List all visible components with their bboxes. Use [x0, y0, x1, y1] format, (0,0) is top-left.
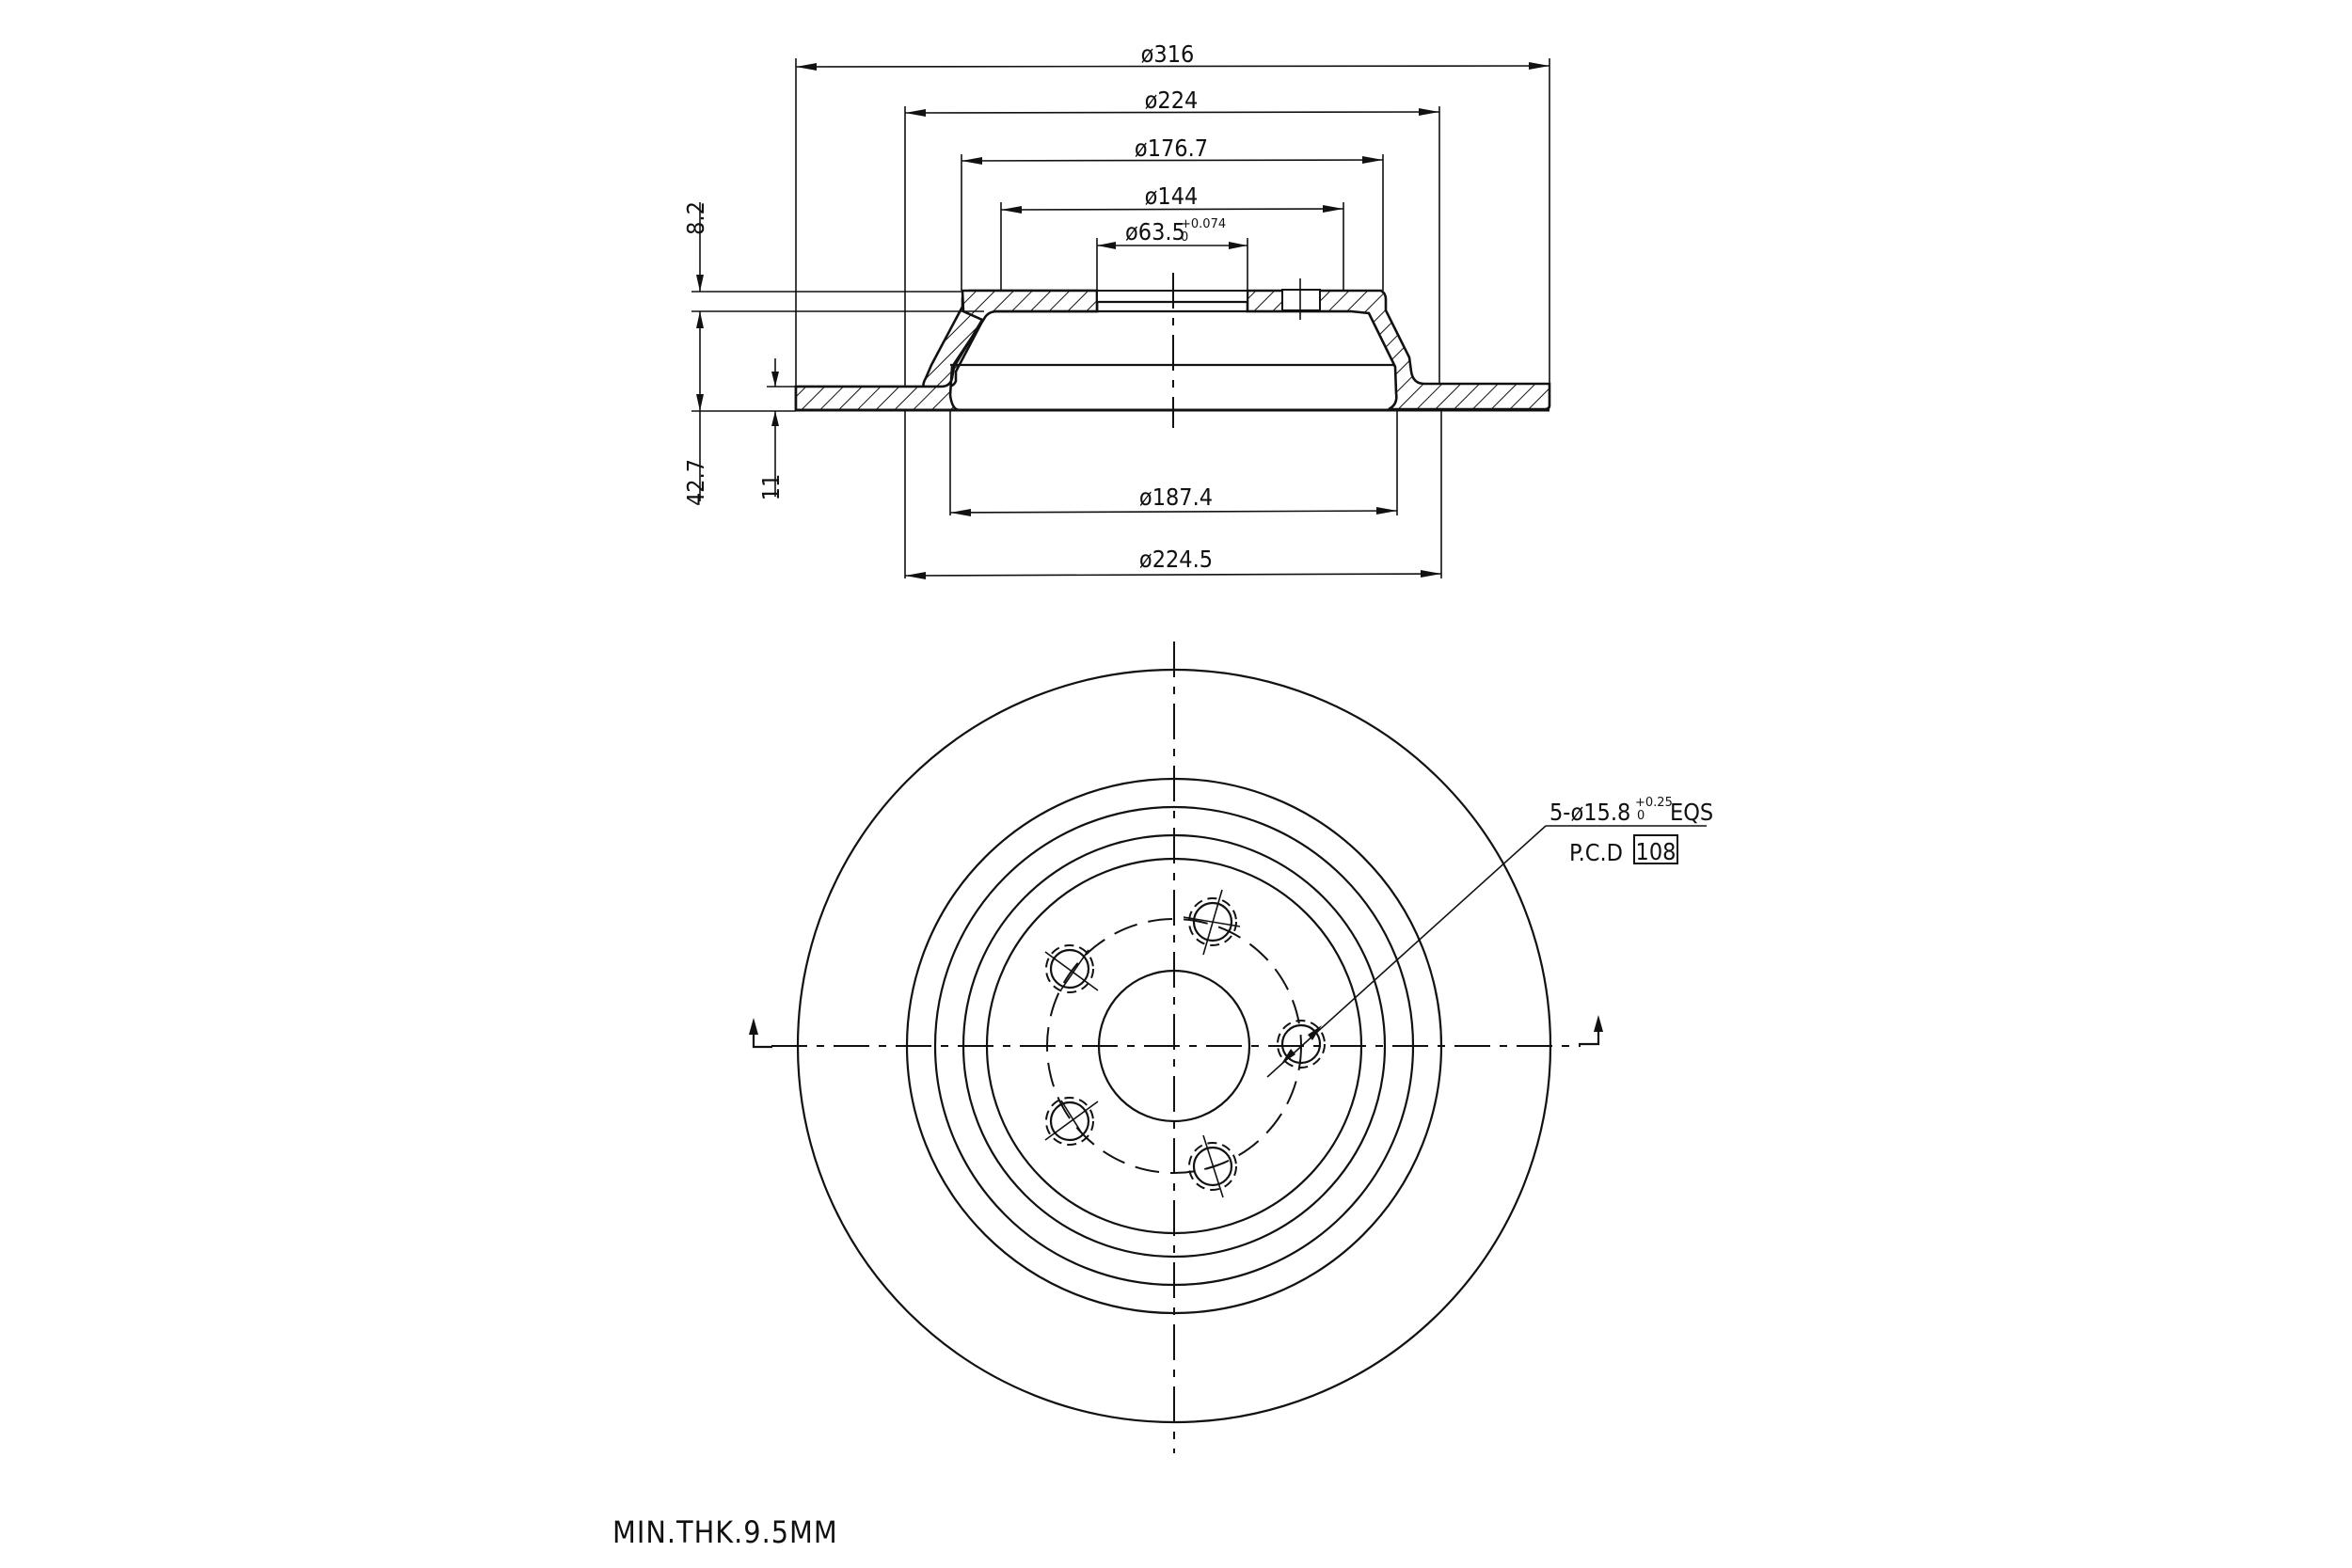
- dim-height-11: 11: [757, 358, 785, 500]
- dim-value: 316: [1153, 40, 1194, 68]
- min-thickness-note: MIN.THK.9.5MM: [612, 1514, 838, 1550]
- tolerance-upper: +0.074: [1181, 217, 1226, 231]
- bolt-hole-3: [1277, 1020, 1326, 1069]
- section-view: ø316 ø224 ø176.7 ø144 ø63.5: [682, 40, 1551, 579]
- tolerance-lower: 0: [1637, 809, 1645, 823]
- tolerance-lower: 0: [1181, 230, 1188, 245]
- bolt-hole-callout: 5-ø15.8 +0.25 0 EQS P.C.D 108: [1549, 796, 1713, 866]
- dim-d63-5: ø63.5 +0.074 0: [1097, 217, 1248, 249]
- tolerance-upper: +0.25: [1635, 796, 1673, 810]
- eqs-label: EQS: [1670, 799, 1713, 826]
- svg-text:ø224: ø224: [1145, 87, 1199, 114]
- dim-height-42-7: 42.7: [682, 311, 709, 506]
- svg-text:42.7: 42.7: [682, 459, 709, 506]
- hat-bolt-hole: [1281, 289, 1321, 311]
- section-arrow-right: [1579, 1015, 1603, 1046]
- section-right-wall: [1246, 289, 1551, 411]
- svg-text:ø176.7: ø176.7: [1135, 135, 1208, 162]
- diameter-symbol: ø: [1141, 40, 1154, 68]
- dim-d144: ø144: [1000, 182, 1344, 214]
- dim-d224-5: ø224.5: [904, 546, 1442, 579]
- section-left-wall: [794, 289, 1099, 412]
- svg-text:8.2: 8.2: [682, 201, 709, 235]
- section-arrow-left: [749, 1018, 772, 1049]
- pcd-label: P.C.D: [1569, 839, 1623, 866]
- bolt-hole-1: [1183, 889, 1241, 956]
- svg-text:ø144: ø144: [1145, 182, 1199, 210]
- svg-text:ø187.4: ø187.4: [1139, 483, 1213, 511]
- svg-text:ø63.5: ø63.5: [1125, 218, 1185, 245]
- dim-d176-7: ø176.7: [961, 135, 1384, 165]
- dim-height-8-2: 8.2: [682, 201, 709, 292]
- bolt-hole-2: [1044, 944, 1099, 993]
- dim-d316: ø316: [795, 40, 1550, 71]
- bolt-hole-leader: [1266, 825, 1707, 1078]
- dim-d224: ø224: [904, 87, 1440, 117]
- dim-d187-4: ø187.4: [949, 483, 1398, 516]
- front-view: 5-ø15.8 +0.25 0 EQS P.C.D 108: [749, 641, 1713, 1453]
- bolt-hole-4: [1044, 1097, 1099, 1146]
- svg-text:ø316: ø316: [1141, 40, 1195, 68]
- bolt-hole-5: [1188, 1134, 1237, 1198]
- pcd-value: 108: [1636, 838, 1677, 865]
- svg-text:5-ø15.8: 5-ø15.8: [1549, 799, 1630, 826]
- svg-text:ø224.5: ø224.5: [1139, 546, 1213, 573]
- svg-text:11: 11: [757, 474, 785, 501]
- pcd-box: [1633, 834, 1678, 864]
